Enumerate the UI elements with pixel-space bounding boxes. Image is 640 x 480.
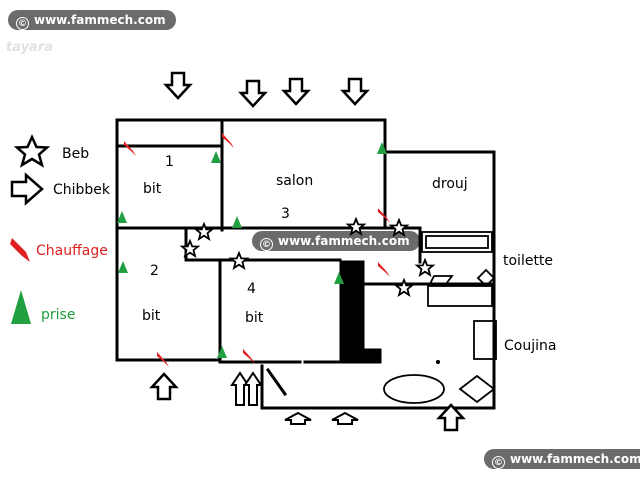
- legend-door-label: Beb: [62, 146, 89, 162]
- room-1-name: bit: [143, 181, 162, 197]
- window-arrow-icon: [239, 79, 267, 108]
- copyright-icon: ©: [16, 17, 29, 30]
- room-3-number: 3: [281, 206, 290, 222]
- legend-outlet-label: prise: [41, 307, 75, 323]
- heating-icon: [378, 262, 390, 277]
- legend-window-label: Chibbek: [53, 182, 111, 198]
- window-arrow-icon: [230, 371, 250, 406]
- window-arrow-icon: [331, 412, 359, 425]
- window-arrow-icon: [243, 371, 263, 406]
- watermark-top-text: www.fammech.com: [34, 13, 166, 27]
- copyright-icon: ©: [260, 238, 273, 251]
- window-arrow-icon: [282, 77, 310, 106]
- legend-outlet-icon: [11, 290, 31, 324]
- room-labels: 1 bit salon 3 drouj 2 bit 4 bit toilette…: [142, 154, 556, 354]
- drouj-outline: [383, 150, 496, 234]
- copyright-icon: ©: [492, 456, 505, 469]
- watermark-faint-brand: tayara: [6, 40, 54, 55]
- door-star-icon: [195, 223, 213, 240]
- window-arrow-icon: [164, 71, 192, 100]
- outlet-icon: [232, 216, 242, 228]
- window-arrow-icon: [341, 77, 369, 106]
- drouj-label: drouj: [432, 176, 468, 192]
- kitchen-fixtures: [383, 320, 497, 404]
- room-2-outline: [115, 226, 222, 362]
- outlet-icon: [118, 261, 128, 273]
- legend-heating-label: Chauffage: [36, 243, 108, 259]
- room-4-number: 4: [247, 281, 256, 297]
- outlet-icon: [211, 151, 221, 163]
- toilette-label: toilette: [503, 253, 553, 269]
- legend-window-icon: [10, 172, 44, 206]
- door-star-icon: [181, 240, 199, 257]
- watermark-bottom: © www.fammech.com: [484, 449, 640, 469]
- salon-label: salon: [276, 173, 313, 189]
- watermark-center: © www.fammech.com: [252, 231, 420, 251]
- watermark-bottom-text: www.fammech.com: [510, 452, 640, 466]
- chimney: [339, 260, 365, 364]
- watermark-top: © www.fammech.com: [8, 10, 176, 30]
- legend: Beb Chibbek Chauffage prise: [10, 133, 111, 324]
- room-1-number: 1: [165, 154, 174, 170]
- watermark-center-text: www.fammech.com: [278, 234, 410, 248]
- legend-door-icon: [13, 133, 51, 168]
- heating-icon: [222, 133, 234, 148]
- salon-outline: [220, 118, 387, 230]
- window-arrow-icon: [150, 372, 178, 401]
- coujina-label: Coujina: [504, 338, 556, 354]
- walls: [115, 118, 496, 410]
- door-star-icon: [395, 279, 413, 296]
- room-2-name: bit: [142, 308, 161, 324]
- legend-heating-icon: [10, 238, 30, 262]
- door-star-icon: [347, 218, 365, 235]
- room-2-number: 2: [150, 263, 159, 279]
- window-arrow-icon: [284, 412, 312, 425]
- room-1-outline: [115, 118, 224, 230]
- door-star-icon: [230, 252, 248, 269]
- heating-icon: [124, 141, 136, 156]
- door-star-icon: [390, 219, 408, 236]
- windows: [150, 71, 465, 432]
- room-4-name: bit: [245, 310, 264, 326]
- toilet-fixtures: [421, 231, 496, 307]
